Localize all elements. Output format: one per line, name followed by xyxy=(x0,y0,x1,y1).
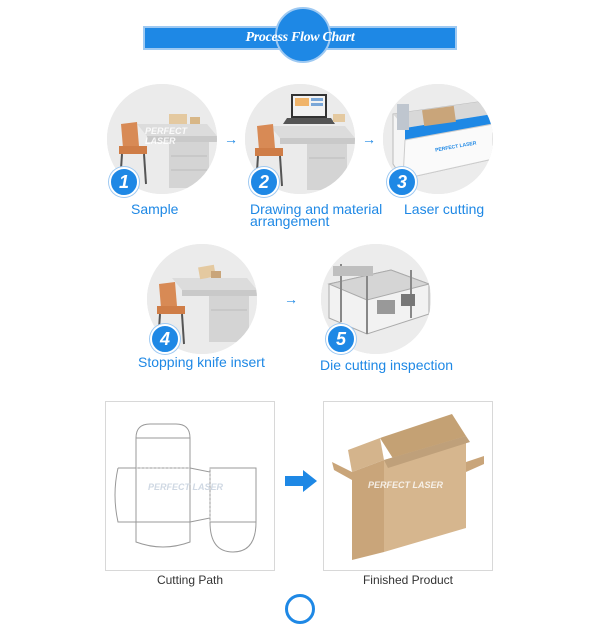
arrow-right-icon xyxy=(285,470,317,497)
step-5-number: 5 xyxy=(326,324,356,354)
watermark-text: PERFECT LASER xyxy=(145,126,188,146)
step-3-label: Laser cutting xyxy=(404,201,485,217)
step-4-label: Stopping knife insert xyxy=(138,354,265,370)
next-section-circle xyxy=(285,594,315,624)
step-1-label: Sample xyxy=(131,201,179,217)
step-3-number: 3 xyxy=(387,167,417,197)
header-circle xyxy=(275,7,331,63)
page-title: Process Flow Chart xyxy=(245,30,355,45)
step-4-illustration xyxy=(147,244,257,354)
finished-product-panel: PERFECT LASER xyxy=(323,401,493,571)
arrow-1-2: → xyxy=(224,131,238,147)
cutting-path-panel: PERFECT LASER xyxy=(105,401,275,571)
step-2-number: 2 xyxy=(249,167,279,197)
step-1-number: 1 xyxy=(109,167,139,197)
finished-product-caption: Finished Product xyxy=(362,573,454,587)
step-5-label: Die cutting inspection xyxy=(320,357,454,373)
arrow-4-5: → xyxy=(284,291,298,307)
watermark-text-right: PERFECT LASER xyxy=(368,480,444,490)
arrow-2-3: → xyxy=(362,131,376,147)
step-2-label-line2: arrangement xyxy=(250,213,330,229)
cutting-path-caption: Cutting Path xyxy=(156,573,224,587)
step-2-label-line1: Drawing and material xyxy=(250,201,383,217)
watermark-text-left: PERFECT LASER xyxy=(148,482,224,492)
step-4-number: 4 xyxy=(150,324,180,354)
